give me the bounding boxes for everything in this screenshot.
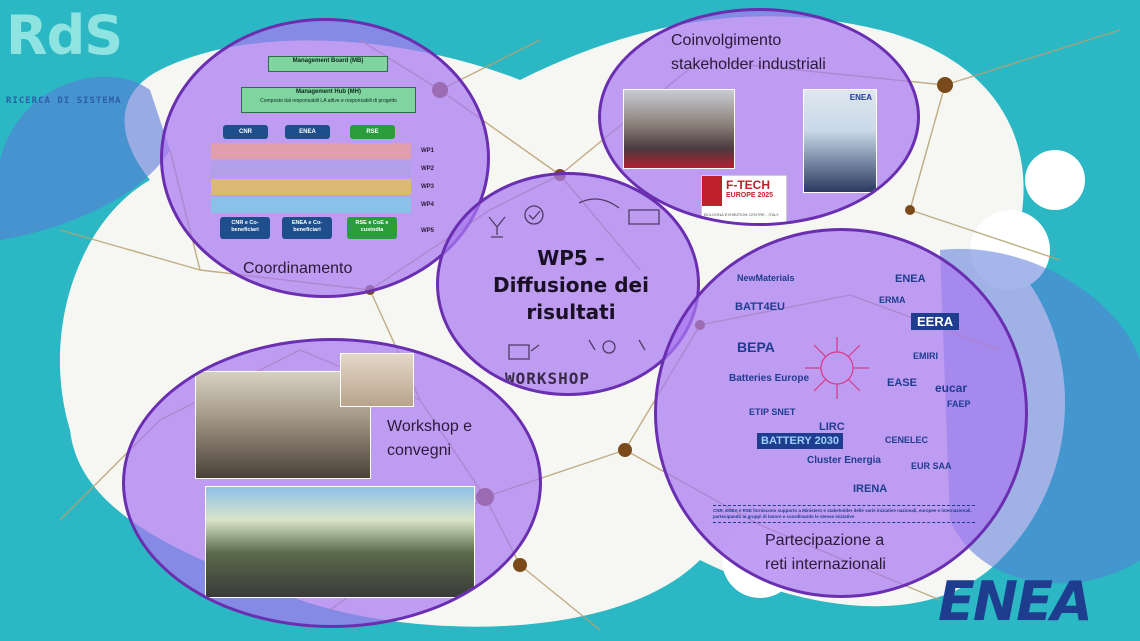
logo-cluster-energia: Cluster Energia <box>807 455 881 466</box>
poster-red-block <box>702 176 722 206</box>
networks-label-line1: Partecipazione a <box>765 532 885 549</box>
column-rse: RSE <box>350 125 395 139</box>
stakeholder-label-line2: stakeholder industriali <box>671 56 826 73</box>
logo-eur-saa: EUR SAA <box>911 461 952 471</box>
poster-subtitle: EUROPE 2025 <box>726 192 774 199</box>
logo-emiri: EMIRI <box>913 351 939 361</box>
wp-label: WP4 <box>421 202 435 208</box>
wp-row <box>211 161 411 177</box>
column-enea: ENEA <box>285 125 330 139</box>
management-hub-note: Composto dai responsabili LA attive e re… <box>260 98 397 104</box>
logo-battery-2030: BATTERY 2030 <box>757 433 844 449</box>
networks-label-line2: reti internazionali <box>765 556 886 573</box>
center-title: WP5 – Diffusione dei risultati <box>439 245 697 326</box>
center-title-line3: risultati <box>526 300 616 324</box>
deco-dot <box>1025 150 1085 210</box>
poster-note: BOLOGNA EXHIBITION CENTRE - ITALY <box>704 212 779 217</box>
speaker-photo <box>340 353 414 407</box>
workshop-doodle-text: WORKSHOP <box>505 369 591 388</box>
logo-faep: FAEP <box>947 399 971 409</box>
network-hub-icon <box>805 337 869 399</box>
management-board: Management Board (MB) <box>268 56 388 72</box>
poster-title: F-TECH <box>726 178 770 192</box>
management-hub: Management Hub (MH) Composto dai respons… <box>241 87 416 113</box>
footer-enea: ENEA e Co-beneficiari <box>282 217 332 239</box>
logo-eucar: eucar <box>935 381 968 395</box>
award-enea-mark: ENEA <box>849 93 872 102</box>
networks-bubble: NewMaterials ENEA BATT4EU ERMA EERA BEPA… <box>654 228 1028 598</box>
blue-blob <box>0 76 170 240</box>
rds-logo: RdS RICERCA DI SISTEMA <box>6 6 156 116</box>
rds-logo-text: RdS <box>6 4 123 67</box>
logo-bepa: BEPA <box>737 339 775 355</box>
wp-row <box>211 143 411 159</box>
award-photo: ENEA <box>803 89 877 193</box>
logo-lirc: LIRC <box>819 421 845 433</box>
stakeholder-bubble: Coinvolgimento stakeholder industriali E… <box>598 8 920 226</box>
footer-rse: RSE e CoE e custodia <box>347 217 397 239</box>
stakeholder-label-line1: Coinvolgimento <box>671 32 782 49</box>
footer-cnr: CNR e Co-beneficiari <box>220 217 270 239</box>
center-title-line1: WP5 – <box>537 246 605 270</box>
coordination-bubble: Management Board (MB) Management Hub (MH… <box>160 18 490 298</box>
center-title-line2: Diffusione dei <box>493 273 649 297</box>
logo-eera: EERA <box>911 313 960 330</box>
management-hub-title: Management Hub (MH) <box>296 89 361 95</box>
workshop-label-line1: Workshop e <box>387 418 473 435</box>
logo-erma: ERMA <box>879 295 906 305</box>
enea-logo: ENEA <box>938 570 1093 633</box>
fair-photo <box>623 89 735 169</box>
ftech-poster: F-TECH EUROPE 2025 BOLOGNA EXHIBITION CE… <box>701 175 787 223</box>
logo-batt4eu: BATT4EU <box>735 301 785 313</box>
logo-newmaterials: NewMaterials <box>737 273 795 283</box>
logo-enea: ENEA <box>895 273 926 285</box>
wp-label: WP1 <box>421 148 435 154</box>
center-bubble: WP5 – Diffusione dei risultati WORKSHOP <box>436 172 700 396</box>
logo-etip-snet: ETIP SNET <box>749 407 796 417</box>
workshop-label-line2: convegni <box>387 442 452 459</box>
wp-row <box>211 197 411 213</box>
logo-irena: IRENA <box>853 483 888 495</box>
rds-logo-subtitle: RICERCA DI SISTEMA <box>6 96 122 106</box>
networks-footnote: CNR, ENEA e RSE forniscono supporto a Mi… <box>713 505 975 523</box>
group-photo <box>205 486 475 598</box>
wp-label: WP3 <box>421 184 435 190</box>
coordination-label: Coordinamento <box>243 260 353 277</box>
wp-label: WP2 <box>421 166 435 172</box>
logo-cenelec: CENELEC <box>885 435 929 445</box>
wp-row <box>211 179 411 195</box>
logo-batteries-europe: Batteries Europe <box>729 373 810 384</box>
wp-label: WP5 <box>421 228 435 234</box>
doodle-icons <box>488 198 660 360</box>
column-cnr: CNR <box>223 125 268 139</box>
logo-ease: EASE <box>887 377 917 389</box>
workshop-bubble: Workshop e convegni <box>122 338 542 628</box>
